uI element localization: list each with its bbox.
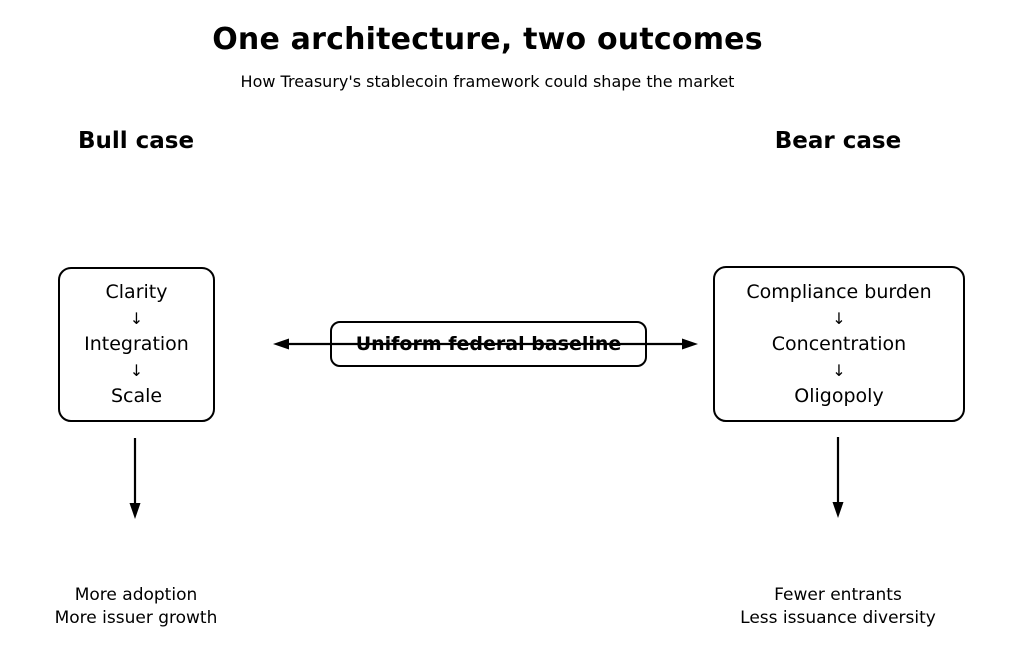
- bull-step-1: Clarity: [105, 281, 168, 303]
- bear-outcome-line-2: Less issuance diversity: [740, 608, 936, 628]
- bull-case-header: Bull case: [77, 128, 195, 154]
- bear-step-2: Concentration: [771, 332, 907, 355]
- page-title: One architecture, two outcomes: [212, 22, 763, 57]
- bear-step-1: Compliance burden: [746, 280, 932, 303]
- page-subtitle: How Treasury's stablecoin framework coul…: [240, 72, 735, 91]
- bear-down-arrow: [832, 437, 844, 518]
- uniform-baseline-box: Uniform federal baseline: [330, 321, 647, 367]
- bull-outcome-line-2: More issuer growth: [54, 608, 218, 628]
- bear-outcome-text: Fewer entrants Less issuance diversity: [702, 584, 974, 630]
- bull-outcome-line-1: More adoption: [74, 585, 198, 605]
- bull-step-3: Scale: [110, 385, 163, 407]
- uniform-baseline-label: Uniform federal baseline: [355, 333, 622, 355]
- bull-down-arrow: [129, 438, 141, 519]
- bull-chain-box: Clarity ↓ Integration ↓ Scale: [58, 267, 215, 422]
- down-arrowhead-icon: [832, 502, 844, 518]
- bear-chain-box: Compliance burden ↓ Concentration ↓ Olig…: [713, 266, 965, 422]
- down-arrow-glyph: ↓: [129, 361, 144, 380]
- bull-step-2: Integration: [84, 333, 189, 355]
- bull-outcome-text: More adoption More issuer growth: [0, 584, 272, 630]
- right-arrowhead-icon: [682, 338, 698, 350]
- bear-outcome-line-1: Fewer entrants: [774, 585, 902, 605]
- down-arrowhead-icon: [129, 503, 141, 519]
- bear-case-header: Bear case: [774, 128, 902, 154]
- down-arrow-glyph: ↓: [832, 360, 846, 380]
- left-arrowhead-icon: [273, 338, 289, 350]
- down-arrow-glyph: ↓: [832, 308, 846, 328]
- down-arrow-glyph: ↓: [129, 309, 144, 328]
- bear-step-3: Oligopoly: [794, 384, 884, 407]
